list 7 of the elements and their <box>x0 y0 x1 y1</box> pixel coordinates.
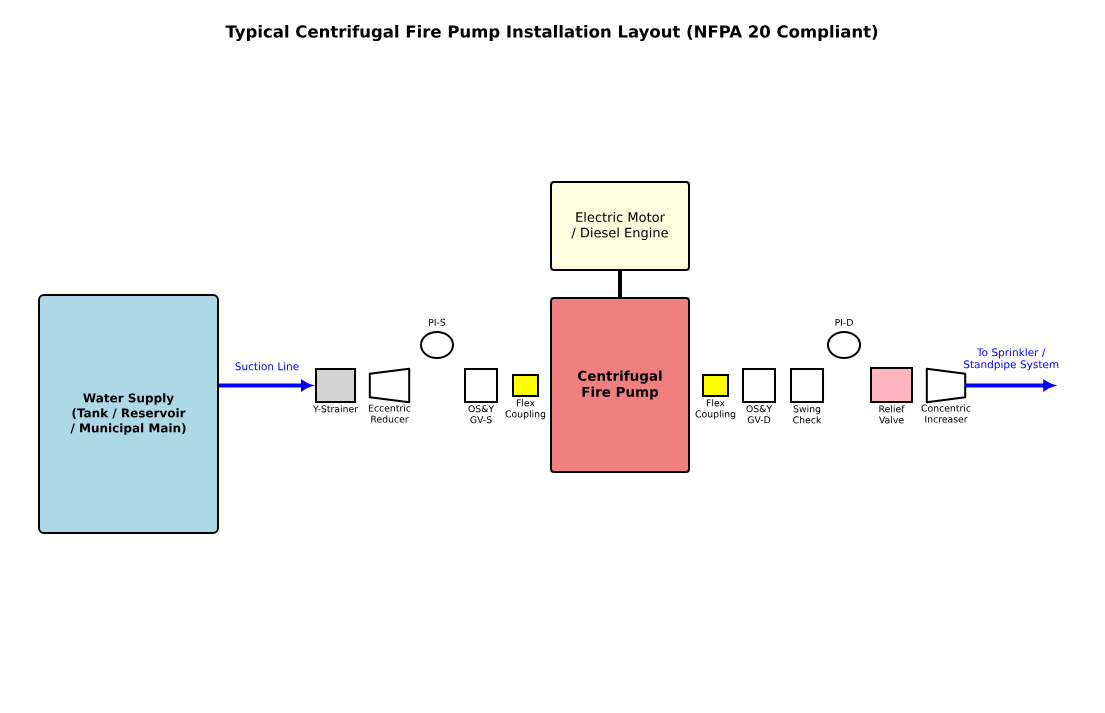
supply-box: Water Supply (Tank / Reservoir / Municipal Main) <box>38 294 219 534</box>
pump-box: Centrifugal Fire Pump <box>550 297 690 473</box>
edge-label: To Sprinkler / Standpipe System <box>957 347 1066 372</box>
edge-label: Suction Line <box>233 361 301 372</box>
title: Typical Centrifugal Fire Pump Installation Layout (NFPA 20 Compliant) <box>225 24 878 42</box>
driver-box: Electric Motor / Diesel Engine <box>550 181 690 271</box>
connector-line <box>618 271 622 297</box>
